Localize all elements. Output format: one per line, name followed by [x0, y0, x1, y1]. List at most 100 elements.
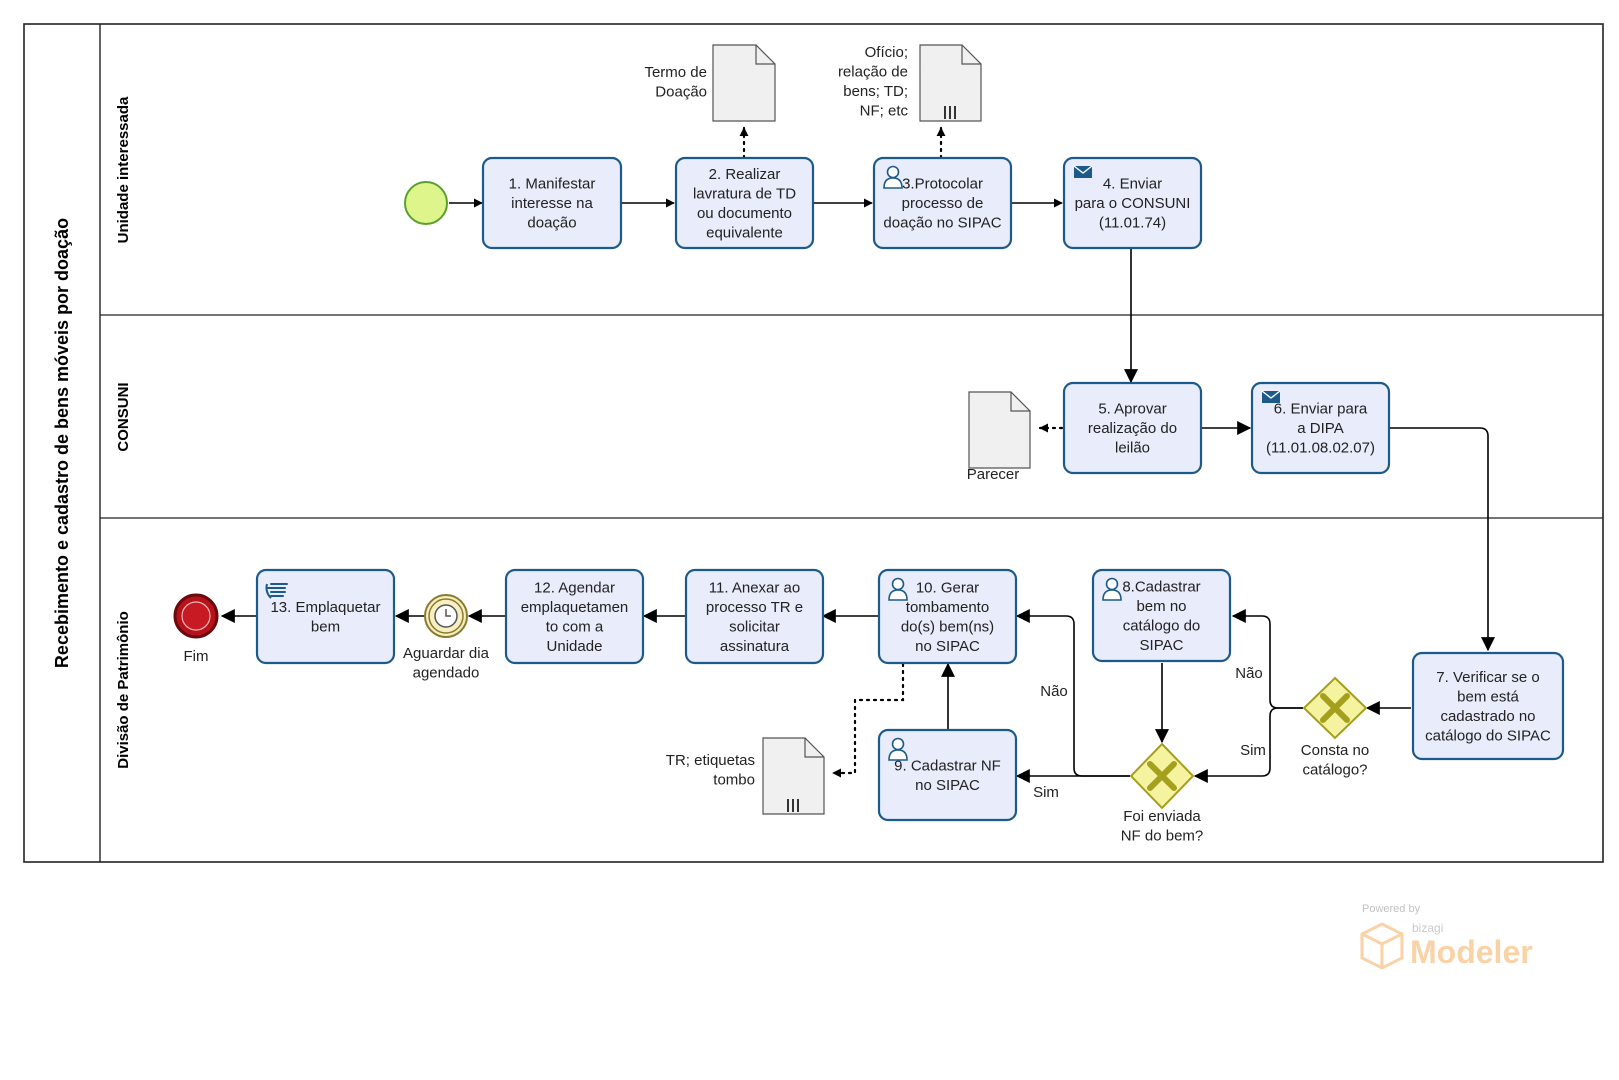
- task-label-line: bem está: [1457, 688, 1519, 705]
- doc-label-termo: Termo de Doação: [644, 64, 707, 101]
- flow-label-nao-consta: Não: [1235, 665, 1263, 682]
- task-label-line: emplaquetamen: [521, 599, 629, 616]
- doc-label-parecer: Parecer: [967, 466, 1020, 483]
- task-label-line: 9. Cadastrar NF: [894, 757, 1001, 774]
- flow-label-sim-nf: Sim: [1033, 784, 1059, 801]
- task-label-line: processo TR e: [706, 599, 803, 616]
- sequence-flows: [220, 198, 1495, 783]
- task-label-line: 1. Manifestar: [509, 176, 596, 193]
- user-icon: [883, 165, 903, 189]
- task-label-line: Unidade: [547, 638, 603, 655]
- task-label-line: processo de: [902, 195, 984, 212]
- task-10-gerar-tombamento[interactable]: 10. Gerar tombamento do(s) bem(ns) no SIPAC: [877, 568, 1018, 665]
- doc-oficio-relacao[interactable]: [919, 44, 982, 122]
- user-icon: [888, 577, 908, 601]
- doc-termo-doacao[interactable]: [712, 44, 776, 122]
- task-label-line: bem: [311, 618, 340, 635]
- label-line: NF do bem?: [1121, 828, 1204, 845]
- task-label-line: a DIPA: [1297, 420, 1343, 437]
- task-label-line: 5. Aprovar: [1098, 401, 1166, 418]
- task-label-line: SIPAC: [1140, 637, 1184, 654]
- doc-parecer[interactable]: [968, 391, 1031, 469]
- label-line: Termo de: [644, 64, 707, 81]
- gateway-nf-enviada[interactable]: [1129, 742, 1195, 810]
- task-label-line: (11.01.74): [1099, 215, 1166, 232]
- lane-label-unidade: Unidade interessada: [115, 96, 132, 243]
- task-label-line: tombamento: [906, 599, 989, 616]
- label-line: Aguardar dia: [403, 645, 490, 662]
- label-line: Parecer: [967, 466, 1020, 483]
- task-12-agendar-emplaquetamento[interactable]: 12. Agendar emplaquetamen to com a Unidade: [504, 568, 645, 665]
- task-label-line: leilão: [1115, 440, 1150, 457]
- watermark-brand: bizagi: [1412, 921, 1443, 935]
- manual-hand-icon: [265, 583, 288, 599]
- message-icon: [1261, 390, 1281, 403]
- gateway-consta-catalogo[interactable]: [1302, 676, 1368, 740]
- doc-label-tr: TR; etiquetas tombo: [666, 752, 755, 789]
- lane-label-dipa: Divisão de Patrimônio: [115, 611, 132, 769]
- label-line: tombo: [713, 772, 755, 789]
- task-label-line: solicitar: [729, 618, 780, 635]
- end-label: Fim: [184, 648, 209, 665]
- label-line: Consta no: [1301, 742, 1369, 759]
- associations: [739, 126, 1064, 778]
- task-label-line: 4. Enviar: [1103, 176, 1162, 193]
- gateway-label-nf: Foi enviada NF do bem?: [1121, 808, 1204, 845]
- task-label-line: no SIPAC: [915, 638, 980, 655]
- label-line: Foi enviada: [1123, 808, 1201, 825]
- task-label-line: 3.Protocolar: [902, 176, 983, 193]
- timer-event[interactable]: [424, 594, 468, 638]
- gateway-label-consta: Consta no catálogo?: [1301, 742, 1369, 779]
- bizagi-logo-icon: [1360, 922, 1404, 970]
- task-label-line: 7. Verificar se o: [1436, 669, 1539, 686]
- task-label-line: do(s) bem(ns): [901, 618, 994, 635]
- task-label-line: (11.01.08.02.07): [1266, 440, 1375, 457]
- task-label-line: bem no: [1136, 598, 1186, 615]
- collection-icon: [944, 106, 956, 119]
- task-label-line: 11. Anexar ao: [709, 579, 800, 596]
- task-label-line: 10. Gerar: [916, 579, 979, 596]
- watermark-powered: Powered by: [1362, 903, 1421, 915]
- task-label-line: 12. Agendar: [534, 579, 615, 596]
- task-label-line: no SIPAC: [915, 777, 980, 794]
- label-line: Ofício;: [865, 44, 908, 61]
- doc-tr-etiquetas[interactable]: [762, 737, 825, 815]
- task-label-line: to com a: [546, 618, 604, 635]
- label-line: Doação: [655, 84, 707, 101]
- task-label-line: ou documento: [697, 205, 792, 222]
- task-9-cadastrar-nf[interactable]: 9. Cadastrar NF no SIPAC: [877, 728, 1018, 822]
- task-label-line: catálogo do SIPAC: [1425, 727, 1551, 744]
- exclusive-gateway-icon: [1320, 693, 1350, 723]
- task-1-manifestar-interesse[interactable]: 1. Manifestar interesse na doação: [481, 156, 623, 250]
- start-event[interactable]: [404, 181, 448, 225]
- flow-labels: Não Sim Não Sim: [1033, 665, 1266, 801]
- task-label-line: lavratura de TD: [693, 185, 796, 202]
- flow-label-sim-consta: Sim: [1240, 742, 1266, 759]
- lane-label-consuni: CONSUNI: [115, 382, 132, 451]
- watermark-product: Modeler: [1410, 934, 1533, 970]
- label-line: NF; etc: [860, 103, 909, 120]
- task-label-line: interesse na: [511, 195, 593, 212]
- flow-label-nao-nf: Não: [1040, 683, 1068, 700]
- user-icon: [888, 737, 908, 761]
- label-line: relação de: [838, 64, 908, 81]
- end-event[interactable]: [173, 593, 219, 639]
- task-label-line: 2. Realizar: [709, 166, 781, 183]
- label-line: TR; etiquetas: [666, 752, 755, 769]
- label-line: catálogo?: [1302, 762, 1367, 779]
- collection-icon: [787, 799, 799, 812]
- task-label-line: doação: [527, 215, 576, 232]
- task-6-enviar-dipa[interactable]: 6. Enviar para a DIPA (11.01.08.02.07): [1250, 381, 1391, 475]
- task-label-line: 6. Enviar para: [1274, 401, 1368, 418]
